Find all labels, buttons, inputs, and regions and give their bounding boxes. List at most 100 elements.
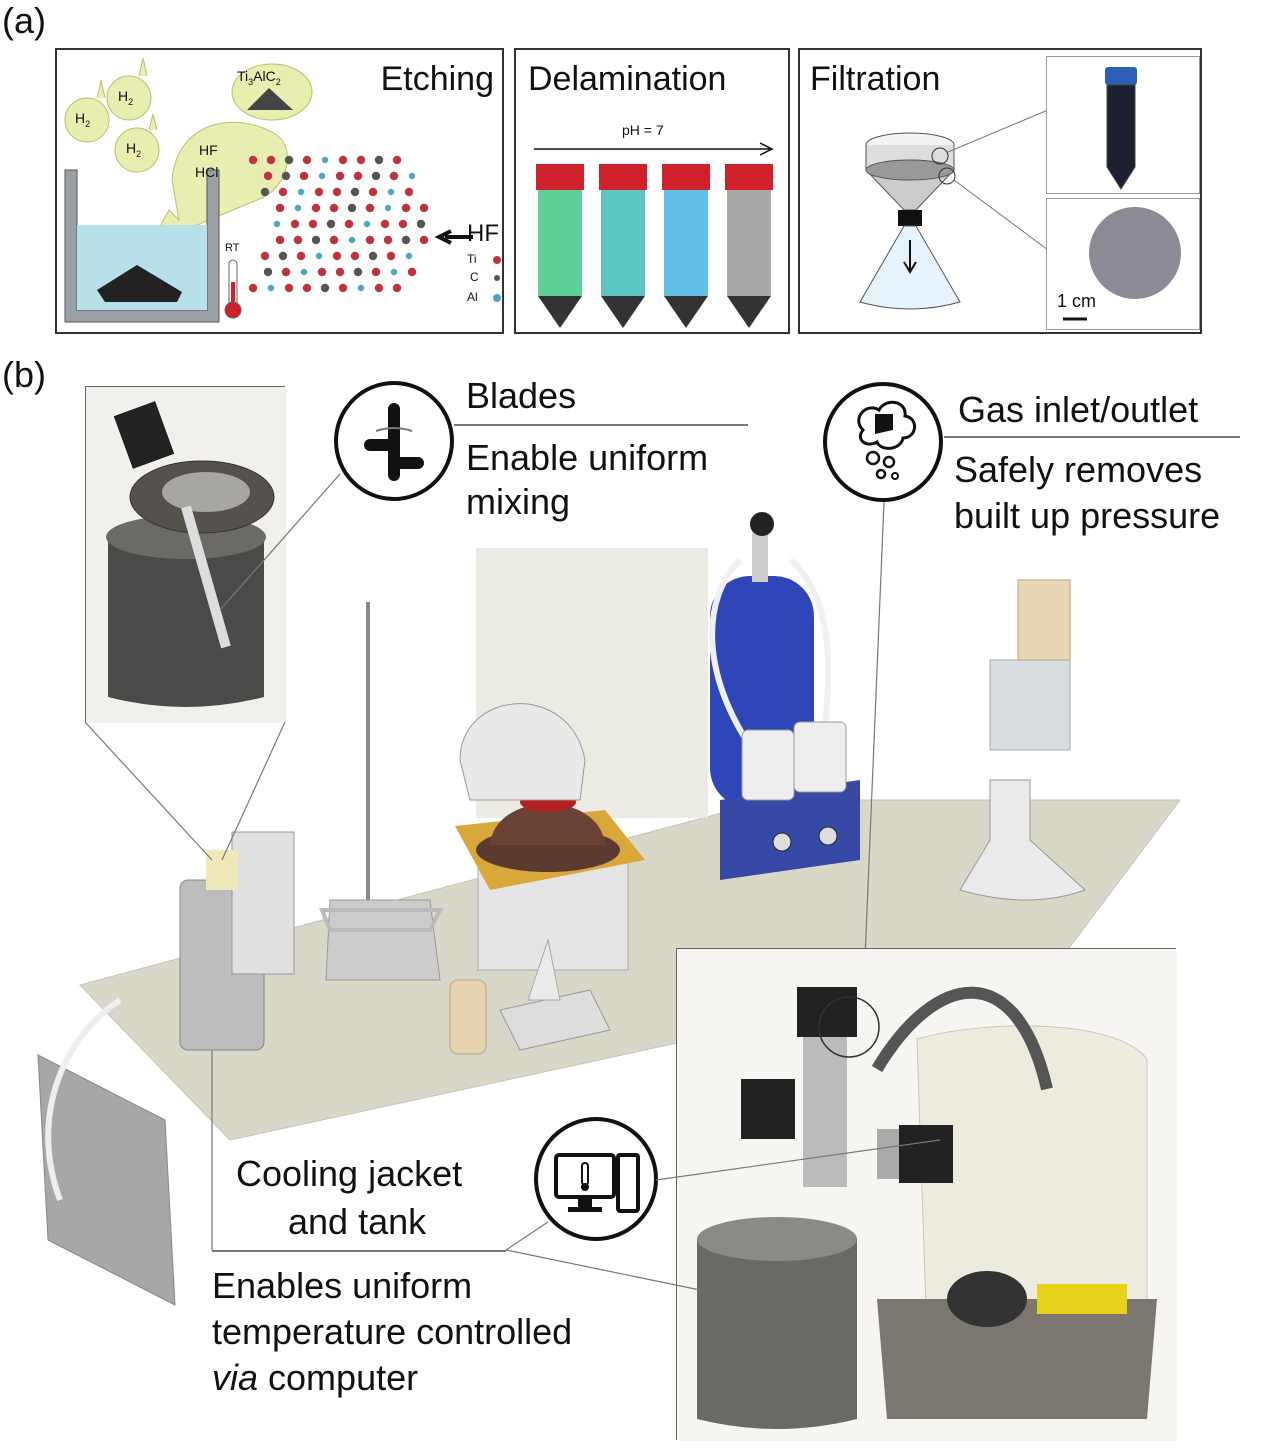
atom-dot bbox=[248, 283, 258, 293]
atom-dot bbox=[281, 171, 291, 181]
atom-legend-dots bbox=[493, 256, 501, 302]
hydrogen-bubbles bbox=[64, 57, 313, 323]
atom-dot bbox=[318, 172, 326, 180]
centrifuge-tube bbox=[536, 164, 584, 328]
atom-dot bbox=[267, 284, 275, 292]
atom-dot bbox=[320, 283, 330, 293]
atom-dot bbox=[374, 155, 384, 165]
centrifuge-tube bbox=[662, 164, 710, 328]
atom-dot bbox=[293, 235, 303, 245]
reactor-photo-inset bbox=[85, 386, 286, 723]
computer-icon bbox=[554, 1153, 640, 1213]
atom-dot bbox=[302, 155, 312, 165]
delamination-title: Delamination bbox=[528, 60, 727, 98]
atom-dot bbox=[266, 155, 276, 165]
temperature-line1: Enables uniform bbox=[212, 1265, 473, 1306]
atom-dot bbox=[300, 268, 308, 276]
atom-dot bbox=[401, 203, 411, 213]
dispersion-tube-image bbox=[1105, 67, 1137, 190]
bubble-label-2: H2 bbox=[118, 88, 134, 107]
atom-dot bbox=[281, 267, 291, 277]
atom-dot bbox=[356, 155, 366, 165]
atom-dot bbox=[350, 251, 360, 261]
atom-dot bbox=[338, 155, 348, 165]
atom-dot bbox=[275, 235, 285, 245]
atom-dot bbox=[335, 267, 345, 277]
atom-dot bbox=[386, 251, 396, 261]
atom-dot bbox=[338, 283, 348, 293]
atom-dot bbox=[311, 235, 321, 245]
delamination-panel: Delamination pH = 7 bbox=[514, 48, 790, 334]
atom-dot bbox=[278, 251, 288, 261]
centrifuge-tube bbox=[599, 164, 647, 328]
legend-ti: Ti bbox=[467, 252, 477, 266]
atom-dot bbox=[387, 188, 395, 196]
legend-al: Al bbox=[467, 290, 478, 304]
atom-dot bbox=[348, 236, 356, 244]
gas-description-line2: built up pressure bbox=[954, 495, 1221, 536]
gas-title: Gas inlet/outlet bbox=[958, 389, 1199, 430]
centrifuge-tubes bbox=[536, 164, 773, 328]
reagent-hf: HF bbox=[199, 142, 218, 158]
atom-dot bbox=[419, 203, 429, 213]
atom-lattice bbox=[248, 155, 429, 293]
panel-b-label: (b) bbox=[2, 354, 46, 395]
atom-dot bbox=[284, 155, 294, 165]
atom-dot bbox=[368, 251, 378, 261]
atom-dot bbox=[332, 251, 342, 261]
computer-control-icon bbox=[534, 1117, 658, 1241]
atom-dot bbox=[401, 235, 411, 245]
etchant-label: HF bbox=[467, 220, 499, 247]
dispersion-photo bbox=[1046, 56, 1200, 194]
filtration-panel: Filtration 1 cm bbox=[798, 48, 1202, 334]
atom-dot bbox=[408, 172, 416, 180]
atom-dot bbox=[365, 235, 375, 245]
atom-dot bbox=[317, 267, 327, 277]
ph-label: pH = 7 bbox=[622, 122, 664, 138]
atom-dot bbox=[296, 251, 306, 261]
temperature-label: RT bbox=[225, 242, 240, 254]
atom-dot bbox=[275, 203, 285, 213]
blades-title: Blades bbox=[466, 375, 577, 416]
atom-dot bbox=[308, 219, 318, 229]
atom-dot bbox=[357, 284, 365, 292]
atom-dot bbox=[273, 220, 281, 228]
cooling-divider bbox=[212, 1250, 506, 1252]
cooling-system-photo bbox=[676, 948, 1177, 1441]
atom-dot bbox=[329, 203, 339, 213]
filtration-apparatus bbox=[859, 109, 1049, 310]
cooling-title-line2: and tank bbox=[288, 1201, 427, 1242]
atom-dot bbox=[392, 283, 402, 293]
atom-dot bbox=[353, 267, 363, 277]
atom-dot bbox=[350, 187, 360, 197]
atom-dot bbox=[416, 219, 426, 229]
scale-bar-label: 1 cm bbox=[1057, 291, 1097, 311]
atom-dot bbox=[419, 235, 429, 245]
atom-dot bbox=[347, 203, 357, 213]
atom-dot bbox=[392, 155, 402, 165]
atom-dot bbox=[371, 267, 381, 277]
gas-divider bbox=[944, 436, 1240, 438]
reactor-photo-image bbox=[86, 387, 286, 723]
ph-arrow-icon bbox=[534, 142, 774, 156]
atom-dot bbox=[263, 267, 273, 277]
atom-dot bbox=[260, 187, 270, 197]
atom-dot bbox=[278, 187, 288, 197]
atom-dot bbox=[311, 203, 321, 213]
blades-divider bbox=[454, 424, 748, 426]
hf-arrow-icon bbox=[434, 229, 473, 245]
atom-dot bbox=[321, 156, 329, 164]
atom-dot bbox=[353, 171, 363, 181]
blades-icon bbox=[334, 381, 454, 501]
mixing-blade-icon bbox=[364, 403, 424, 481]
atom-dot bbox=[384, 204, 392, 212]
atom-dot bbox=[344, 219, 354, 229]
bubble-label-1: H2 bbox=[75, 110, 91, 129]
atom-dot bbox=[332, 187, 342, 197]
atom-dot bbox=[368, 187, 378, 197]
atom-dot bbox=[398, 219, 408, 229]
filtration-title: Filtration bbox=[810, 60, 941, 98]
